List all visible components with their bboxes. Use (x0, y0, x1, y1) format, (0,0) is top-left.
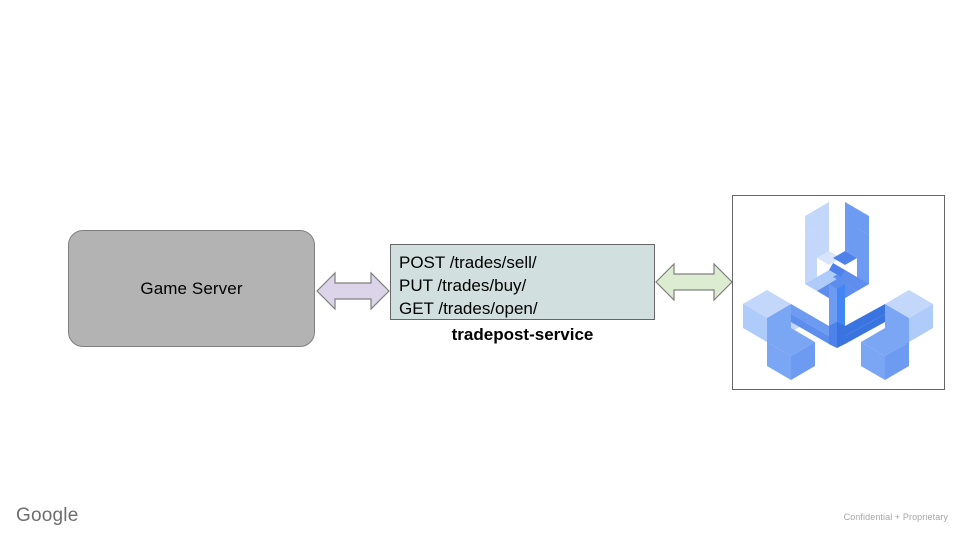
tradepost-service-caption: tradepost-service (451, 325, 594, 344)
endpoint-row: POST /trades/sell/ (399, 253, 537, 272)
game-server-label: Game Server (140, 278, 243, 298)
bidirectional-arrow-green (655, 262, 733, 302)
bidirectional-arrow-purple (316, 271, 390, 311)
tradepost-service-node[interactable]: POST /trades/sell/ PUT /trades/buy/ GET … (390, 244, 655, 320)
google-wordmark: Google (16, 505, 79, 526)
endpoint-row: PUT /trades/buy/ (399, 276, 527, 295)
arrow-green-icon (655, 262, 733, 302)
game-server-node[interactable]: Game Server (68, 230, 315, 347)
arrow-purple-icon (316, 271, 390, 311)
agones-logo-icon (743, 202, 933, 380)
confidentiality-notice: Confidential + Proprietary (843, 512, 948, 522)
endpoint-row: GET /trades/open/ (399, 299, 538, 318)
agones-logo-frame (732, 195, 945, 390)
